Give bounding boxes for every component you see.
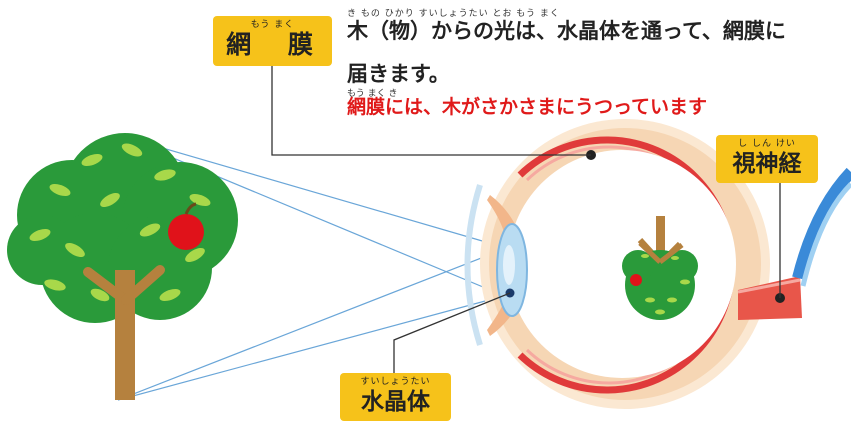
- tree: [7, 133, 238, 400]
- optic-nerve-text: 視神経: [716, 149, 818, 179]
- lens-text: 水晶体: [340, 387, 451, 417]
- apple: [168, 214, 204, 250]
- retina-ruby: もう まく: [213, 16, 332, 30]
- caption-line-2: 届きます。: [347, 62, 847, 86]
- retina-label: もう まく 網 膜: [213, 16, 332, 66]
- lens-ruby: すいしょうたい: [340, 373, 451, 387]
- lens-label: すいしょうたい 水晶体: [340, 373, 451, 421]
- optic-nerve-ruby: し しん けい: [716, 135, 818, 149]
- optic-nerve-label: し しん けい 視神経: [716, 135, 818, 183]
- retina-text: 網 膜: [213, 30, 332, 60]
- caption-line-1: 木（物）からの光は、水晶体を通って、網膜に: [347, 18, 847, 44]
- caption-highlight: 網膜には、木がさかさまにうつっています: [347, 95, 847, 119]
- inverted-apple: [630, 274, 642, 286]
